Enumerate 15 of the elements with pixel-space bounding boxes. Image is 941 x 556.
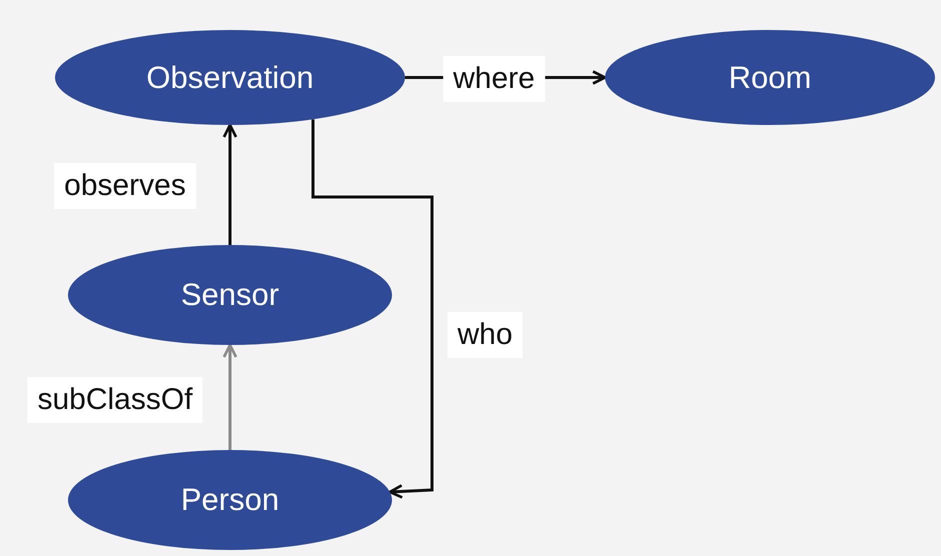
edge-label: who bbox=[447, 312, 523, 358]
class-name: Observation bbox=[145, 58, 315, 96]
class-name: Sensor bbox=[180, 276, 280, 314]
arrow bbox=[312, 119, 434, 499]
class-name: Room bbox=[728, 58, 812, 96]
class-ellipse bbox=[68, 245, 392, 345]
arrow bbox=[222, 124, 238, 245]
edge-label: where bbox=[443, 56, 545, 102]
class-ellipse bbox=[55, 30, 405, 125]
class-ellipse bbox=[605, 30, 935, 125]
edge-label: observes bbox=[54, 163, 196, 209]
edge-label: subClassOf bbox=[27, 377, 203, 423]
arrow bbox=[222, 344, 238, 450]
class-name: Person bbox=[180, 481, 280, 519]
class-ellipse bbox=[68, 450, 392, 550]
